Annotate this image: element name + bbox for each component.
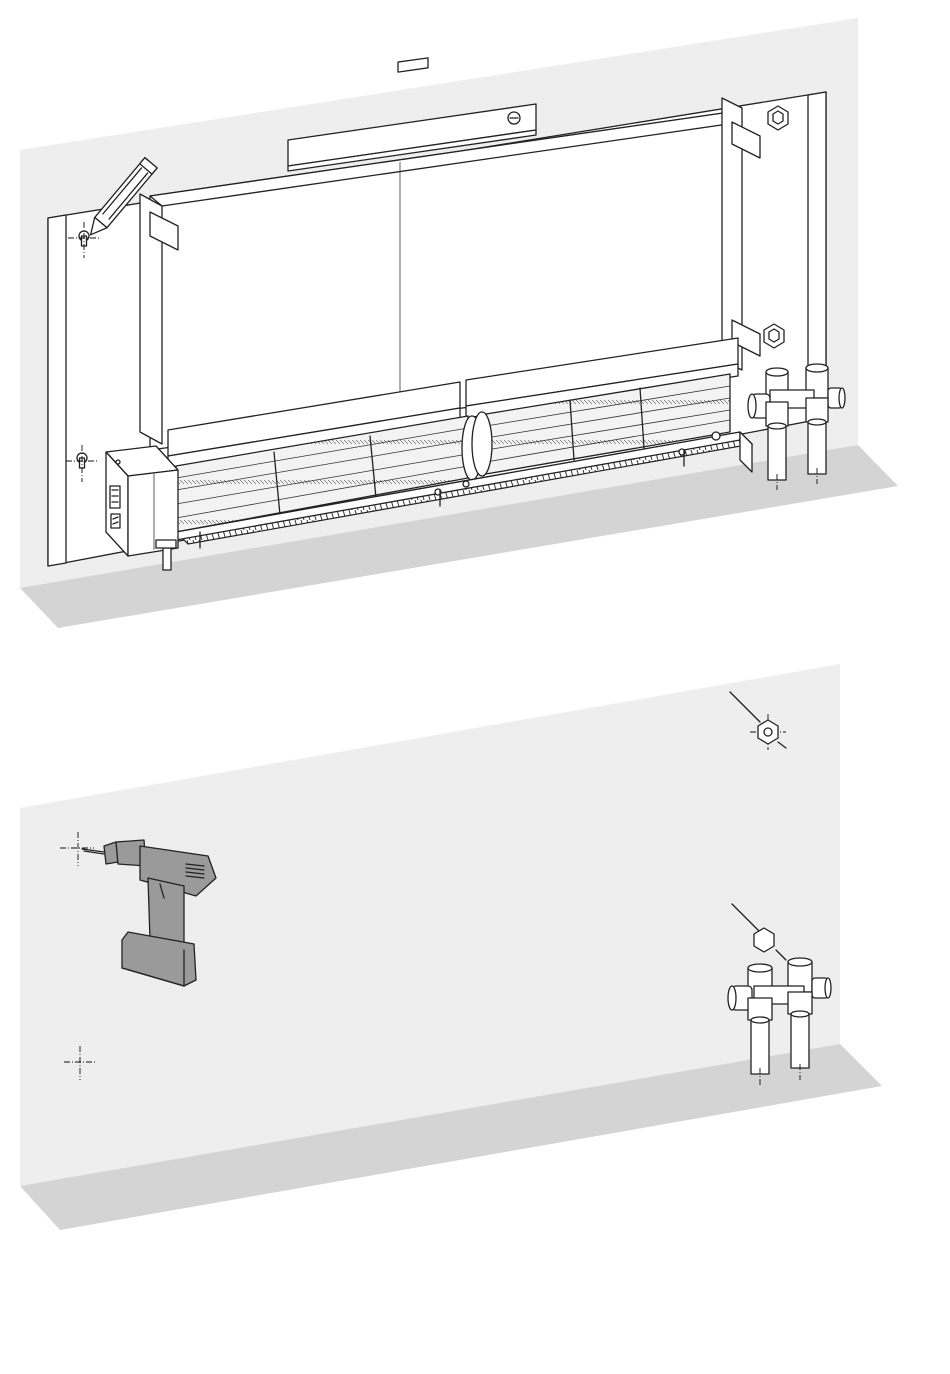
bolt-icon xyxy=(768,106,788,130)
bottom-panel xyxy=(20,664,882,1230)
bolt-icon xyxy=(764,324,784,348)
top-panel xyxy=(20,18,898,628)
